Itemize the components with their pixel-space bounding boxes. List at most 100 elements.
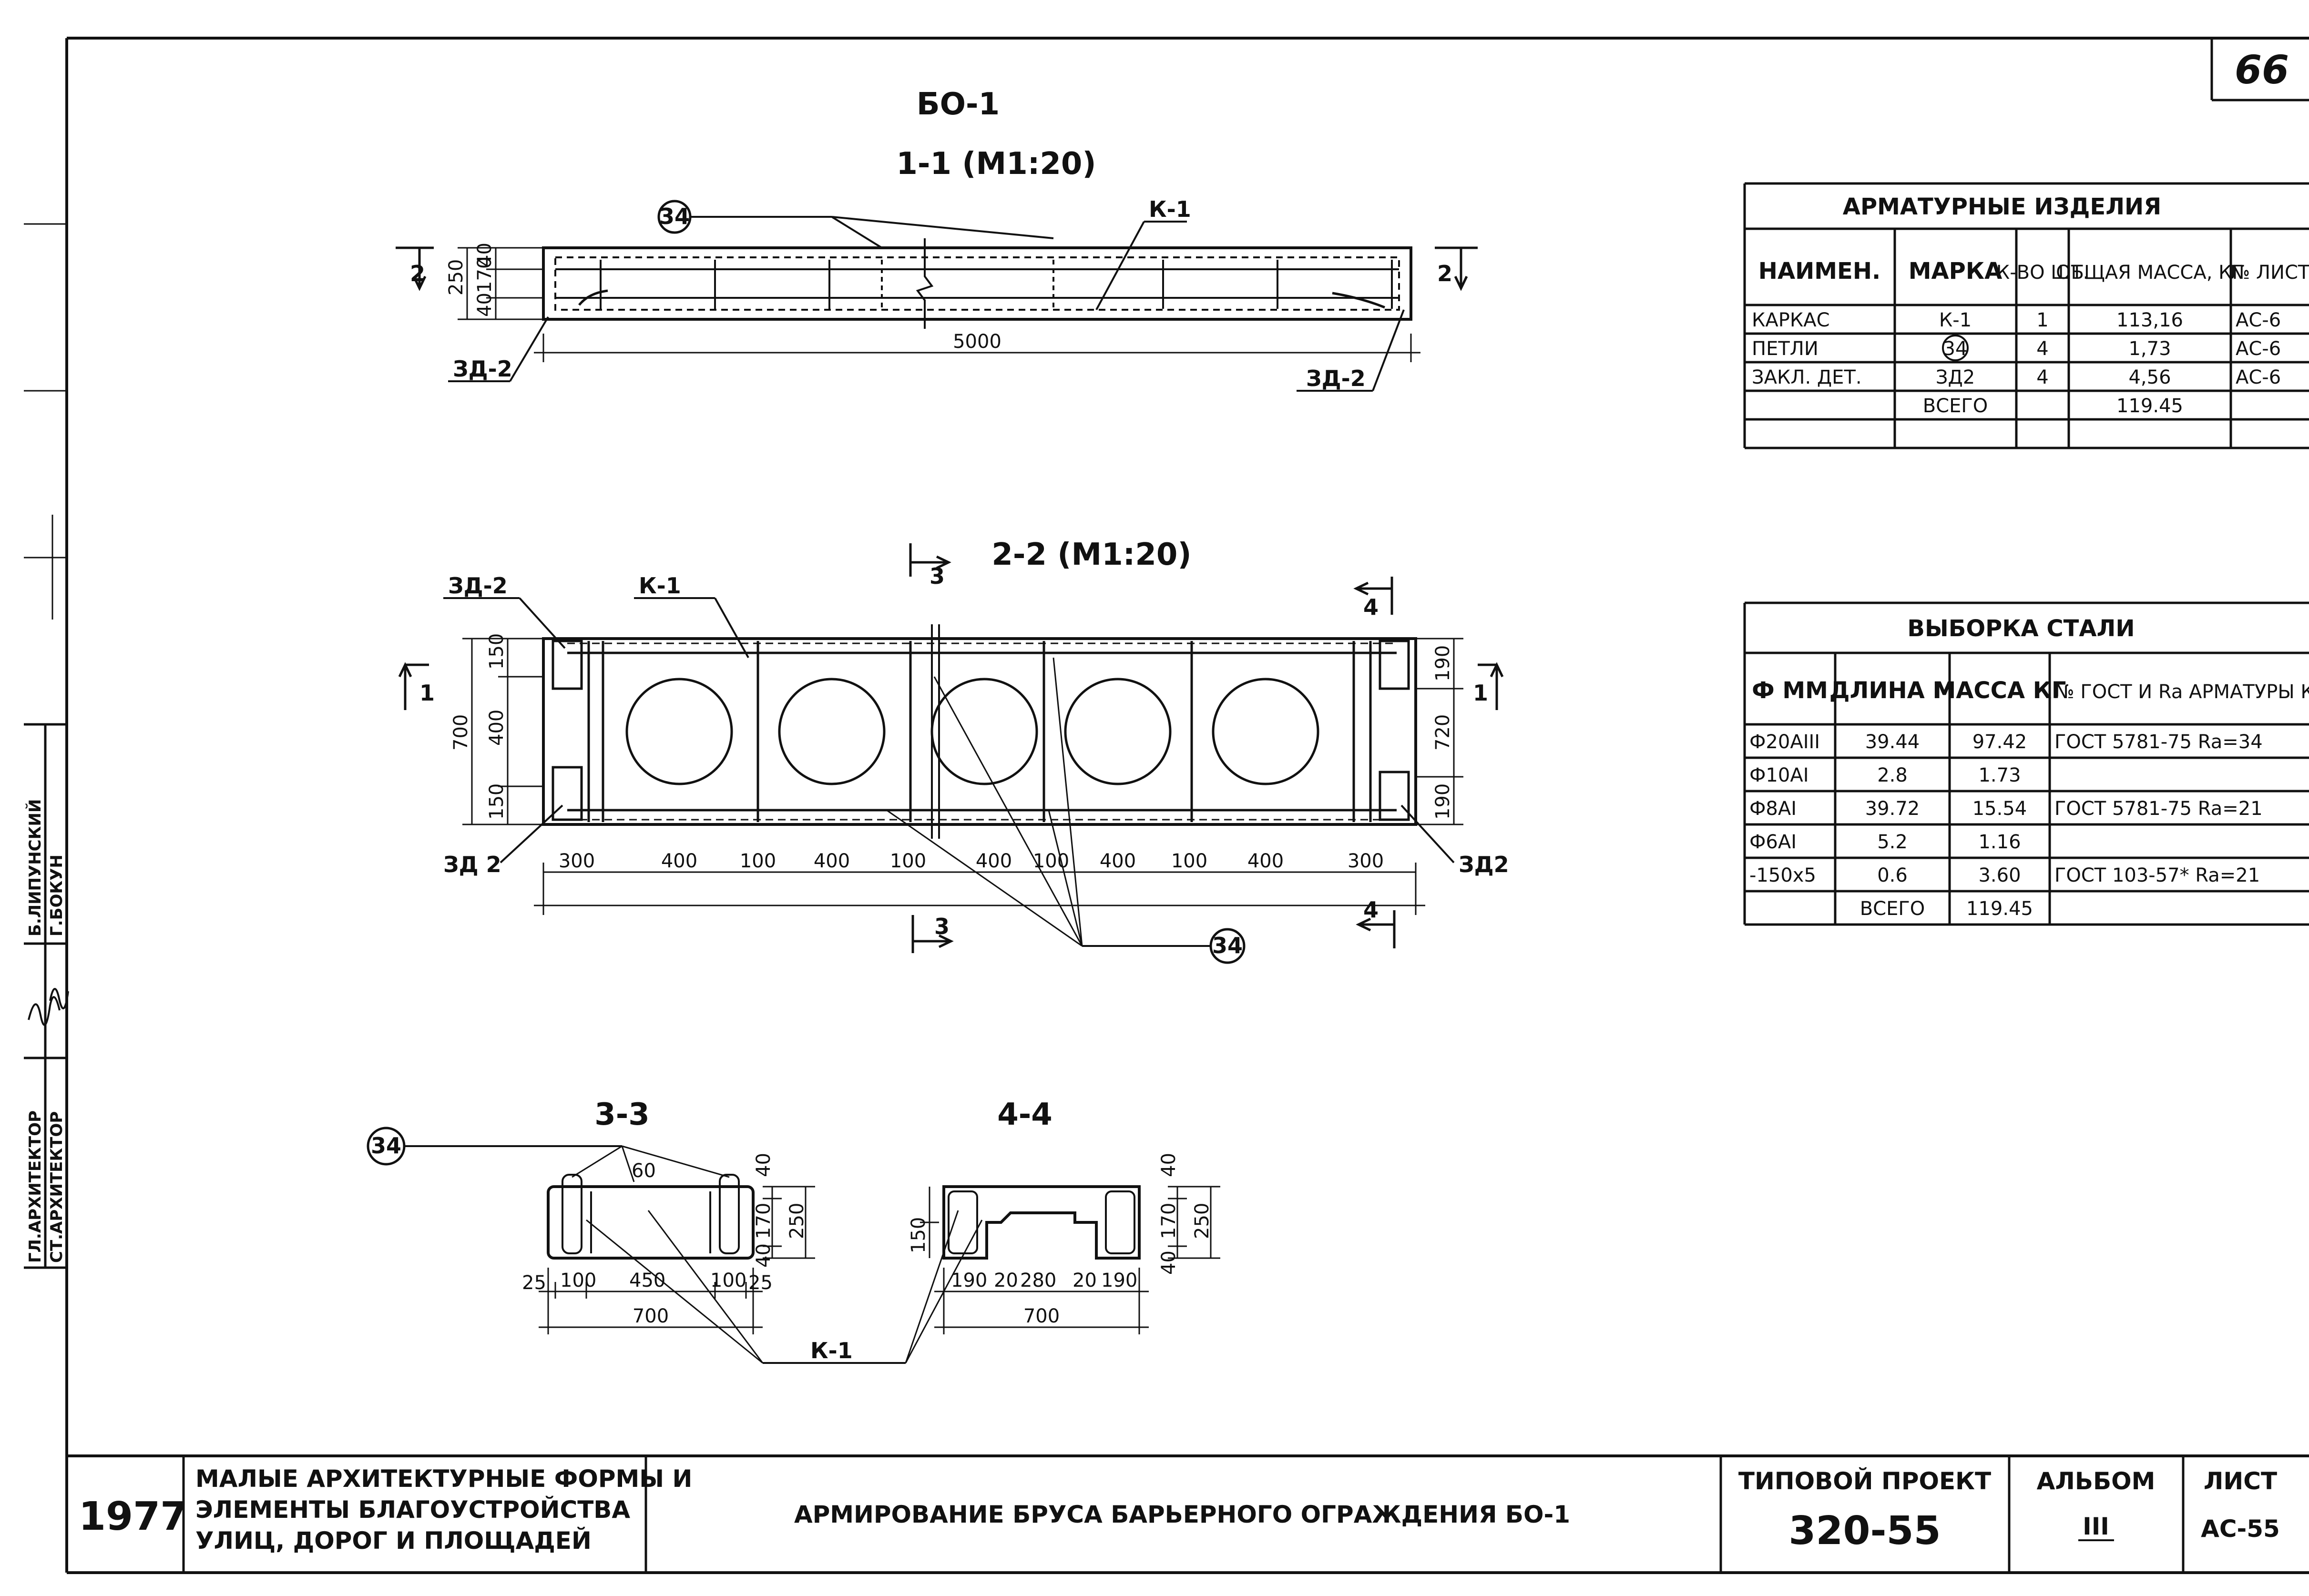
series-title-2: ЭЛЕМЕНТЫ БЛАГОУСТРОЙСТВА <box>195 1495 630 1524</box>
page-number: 66 <box>2235 48 2289 93</box>
dim-b-4: 400 <box>814 850 850 872</box>
dim-b-1: 300 <box>559 850 595 872</box>
beam-outline-4 <box>942 1185 1141 1260</box>
page-number-box: 66 <box>2210 38 2309 102</box>
dim-250-3: 250 <box>786 1203 808 1239</box>
dim-b-6: 400 <box>976 850 1012 872</box>
cut-arrow-left-1 <box>396 246 434 291</box>
dim-20-left-4: 20 <box>994 1270 1018 1291</box>
products-h-mass: ОБЩАЯ МАССА, КГ <box>2056 262 2244 284</box>
steel-row-2: Ф10АI 2.8 1.73 <box>1749 764 2021 786</box>
zd-right-bot <box>1379 771 1410 821</box>
steel-row-3: Ф8АI 39.72 15.54 ГОСТ 5781-75 Ra=21 <box>1749 798 2263 820</box>
name-1: Б.ЛИПУНСКИЙ <box>25 799 45 936</box>
cut-mark-4-top: 4 <box>1363 594 1379 620</box>
stirrups-1 <box>600 260 1393 309</box>
label-k1-1: К-1 <box>1149 196 1191 222</box>
cell: 4,56 <box>2128 366 2171 388</box>
steel-row-1: Ф20АIII 39.44 97.42 ГОСТ 5781-75 Ra=34 <box>1749 731 2263 753</box>
cell: АС-6 <box>2236 366 2281 388</box>
cut-mark-4-bot: 4 <box>1363 897 1379 923</box>
cell: 39.44 <box>1865 731 1920 753</box>
cut-mark-1-right: 1 <box>1473 680 1488 706</box>
opening-3 <box>930 678 1038 785</box>
dim-720-2: 720 <box>1432 714 1454 751</box>
dim-25-right-3: 25 <box>748 1272 773 1294</box>
steel-h-len: ДЛИНА М <box>1829 677 1956 704</box>
vertical-bars-2 <box>587 641 1372 822</box>
dims-3 <box>539 1186 815 1334</box>
beam-outline-3 <box>547 1185 755 1260</box>
series-title-3: УЛИЦ, ДОРОГ И ПЛОЩАДЕЙ <box>195 1526 592 1555</box>
section-3-3: 3-3 34 60 25 100 <box>367 1097 815 1363</box>
signature-2 <box>49 988 69 1009</box>
products-h-qty: К-ВО ШТ. <box>1996 262 2089 284</box>
opening-5 <box>1212 678 1319 785</box>
dim-100-right-3: 100 <box>710 1270 746 1291</box>
series-title-1: МАЛЫЕ АРХИТЕКТУРНЫЕ ФОРМЫ И <box>195 1465 692 1493</box>
steel-h-dia: Ф ММ <box>1752 677 1828 704</box>
steel-h-gost: № ГОСТ И Ra АРМАТУРЫ КГ/СМ² <box>2054 681 2309 703</box>
dim-25-left-3: 25 <box>522 1272 546 1294</box>
products-row-3: ЗАКЛ. ДЕТ. ЗД2 4 4,56 АС-6 <box>1752 366 2281 388</box>
cell: 3.60 <box>1978 864 2021 886</box>
cut-arrow-3-bot <box>911 915 954 953</box>
products-table: АРМАТУРНЫЕ ИЗДЕЛИЯ НАИМЕН. МАРКА К-ВО ШТ… <box>1743 182 2309 449</box>
cell: 4 <box>2036 366 2048 388</box>
cell: 97.42 <box>1972 731 2027 753</box>
cell: ВСЕГО <box>1860 898 1925 920</box>
products-row-2: ПЕТЛИ 34 4 1,73 АС-6 <box>1752 335 2281 361</box>
steel-h-mass: МАССА КГ <box>1933 677 2066 704</box>
dim-150-top-2: 150 <box>486 633 508 670</box>
dim-150-4: 150 <box>908 1217 930 1253</box>
dim-400-2: 400 <box>486 710 508 746</box>
title-block: 1977 МАЛЫЕ АРХИТЕКТУРНЫЕ ФОРМЫ И ЭЛЕМЕНТ… <box>79 1456 2280 1573</box>
products-h-mark: МАРКА <box>1909 258 2002 285</box>
cage-outline-1 <box>554 256 1400 311</box>
project-label: ТИПОВОЙ ПРОЕКТ <box>1738 1467 1991 1495</box>
dim-40-bot-3: 40 <box>753 1243 775 1268</box>
role-chief-architect: ГЛ.АРХИТЕКТОР <box>26 1110 45 1263</box>
role-senior-architect: СТ.АРХИТЕКТОР <box>47 1111 66 1263</box>
dim-5000: 5000 <box>953 331 1001 353</box>
cell: К-1 <box>1939 309 1972 331</box>
products-h-sheet: № ЛИСТ <box>2230 262 2309 284</box>
steel-row-total: ВСЕГО 119.45 <box>1860 898 2033 920</box>
dim-190-bot-2: 190 <box>1432 783 1454 820</box>
beam-outline-2 <box>542 637 1417 826</box>
label-zd2-left-1: ЗД-2 <box>453 356 512 382</box>
dim-700-4: 700 <box>1023 1305 1060 1327</box>
cell: 1.16 <box>1978 831 2021 853</box>
cut-mark-3-bot: 3 <box>934 914 950 939</box>
products-row-total: ВСЕГО 119.45 <box>1923 395 2183 417</box>
dim-280-4: 280 <box>1020 1270 1056 1291</box>
dim-40-bot-1: 40 <box>474 293 496 317</box>
dim-40-top-3: 40 <box>753 1153 775 1177</box>
dim-40-top-1: 40 <box>474 243 496 267</box>
section-1-title: 1-1 (М1:20) <box>896 146 1096 182</box>
dims-2 <box>462 638 1463 915</box>
callout-34-2: 34 <box>1212 933 1243 958</box>
cell: АС-6 <box>2236 309 2281 331</box>
sheet-number: АС-55 <box>2201 1515 2280 1543</box>
dim-170-3: 170 <box>753 1203 775 1239</box>
section-1-1: 1-1 (М1:20) 34 К-1 ЗД-2 ЗД-2 <box>396 146 1478 392</box>
cut-arrow-right-1 <box>1435 246 1478 291</box>
products-h-name: НАИМЕН. <box>1758 258 1880 285</box>
section-2-2: 2-2 (М1:20) <box>398 537 1509 964</box>
cut-mark-1-left: 1 <box>419 680 435 706</box>
cell: 1 <box>2036 309 2048 331</box>
cell: -150x5 <box>1749 864 1816 886</box>
beam-outline-1 <box>542 246 1412 321</box>
cell: 15.54 <box>1972 798 2027 820</box>
cell: АС-6 <box>2236 338 2281 360</box>
section-3-title: 3-3 <box>594 1097 650 1132</box>
zd-left-bot <box>552 766 583 821</box>
label-zd2-bot-right-2: ЗД2 <box>1459 852 1509 877</box>
sheet-label: ЛИСТ <box>2204 1467 2277 1495</box>
cell: 5.2 <box>1877 831 1908 853</box>
dim-b-5: 100 <box>890 850 926 872</box>
dim-250-1: 250 <box>445 259 467 295</box>
cell: Ф20АIII <box>1749 731 1820 753</box>
